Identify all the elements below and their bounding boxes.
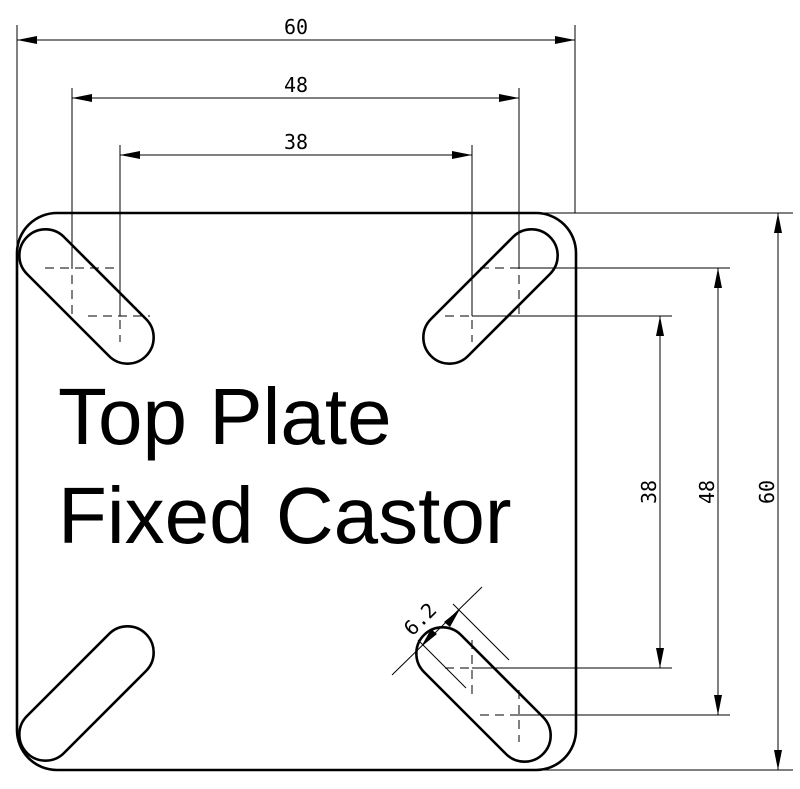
- slot-bottom-left: [18, 625, 155, 762]
- dim-bolt-inner-y: 38: [637, 316, 664, 668]
- slot-top-left: [18, 228, 155, 365]
- dim-bolt-inner-x: 38: [120, 130, 472, 159]
- title-line-2: Fixed Castor: [58, 471, 511, 560]
- dim-slot-width: 6.2: [391, 586, 510, 689]
- dim-label-plate-height: 60: [755, 480, 779, 504]
- title-line-1: Top Plate: [58, 372, 392, 461]
- extension-lines-horizontal: [16, 25, 576, 316]
- dim-label-bolt-outer-y: 48: [695, 480, 719, 504]
- top-plate-outline: [15, 211, 578, 772]
- dim-plate-width: 60: [17, 15, 575, 44]
- dim-label-bolt-inner-y: 38: [637, 480, 661, 504]
- dim-label-bolt-outer-x: 48: [284, 73, 308, 97]
- dim-plate-height: 60: [755, 213, 782, 770]
- dim-label-plate-width: 60: [284, 15, 308, 39]
- dim-bolt-outer-x: 48: [72, 73, 519, 102]
- dim-bolt-outer-y: 48: [695, 268, 722, 715]
- slot-top-right: [422, 228, 559, 365]
- slot-bottom-right: [415, 626, 552, 763]
- extension-lines-vertical: [472, 212, 793, 771]
- dim-label-bolt-inner-x: 38: [284, 130, 308, 154]
